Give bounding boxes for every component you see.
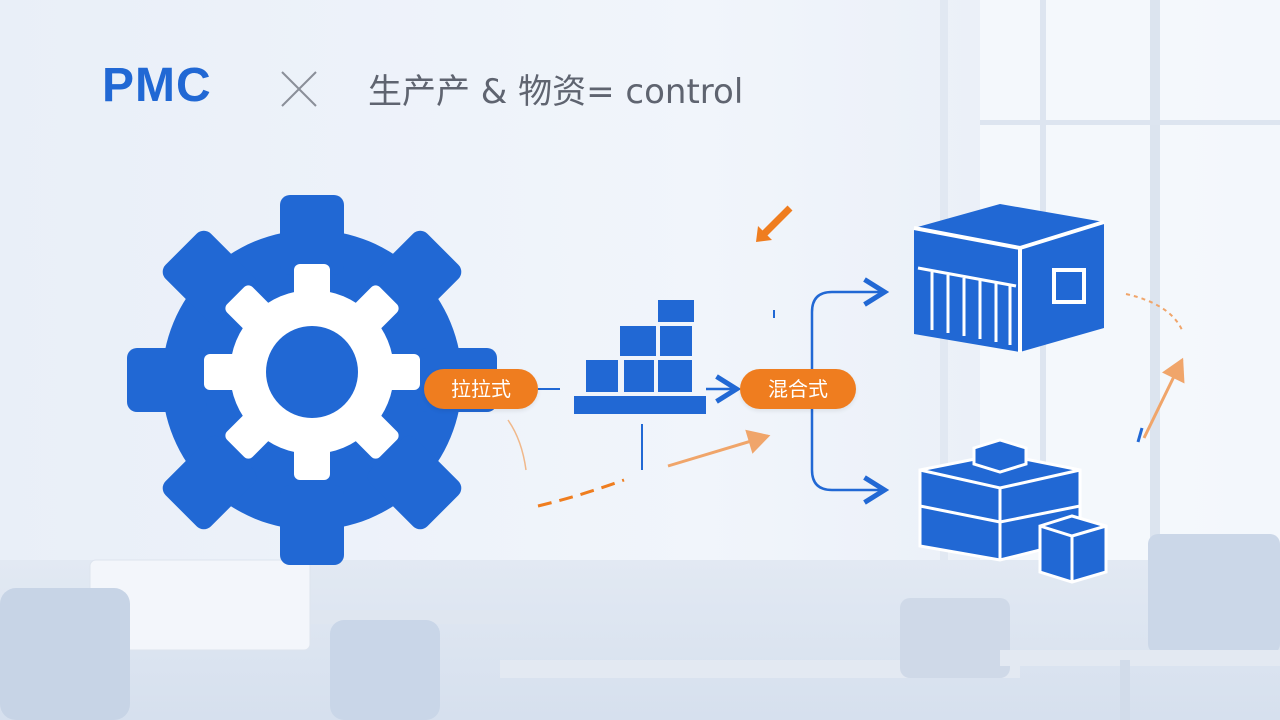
page-subtitle: 生产产 & 物资= control [368, 72, 744, 112]
warehouse-icon [913, 204, 1105, 352]
mixed-mode-label: 混合式 [740, 369, 856, 409]
brand-logo-text: PMC [102, 59, 212, 112]
stacked-blocks-icon [574, 300, 706, 414]
multiply-icon [281, 71, 317, 107]
inventory-boxes-icon [918, 438, 1108, 584]
pull-mode-label: 拉拉式 [424, 369, 538, 409]
